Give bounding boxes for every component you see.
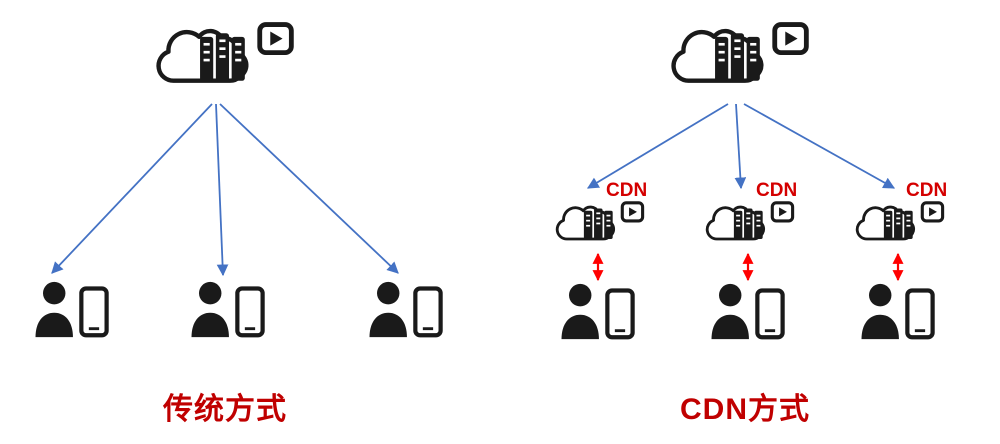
caption-traditional: 传统方式 bbox=[163, 393, 287, 426]
client-icon-left-1 bbox=[34, 281, 110, 339]
arrow-origin-to-cdn-left bbox=[586, 103, 729, 189]
arrow-origin-to-cdn-right bbox=[743, 103, 896, 189]
caption-cdn: CDN方式 bbox=[680, 393, 810, 426]
cdn-edge-server-icon-2 bbox=[700, 196, 796, 247]
cdn-edge-server-icon-3 bbox=[850, 196, 946, 247]
arrow-origin-to-cdn-center bbox=[734, 103, 747, 190]
arrow-origin-to-client-left bbox=[51, 103, 213, 274]
arrow-origin-to-client-center bbox=[215, 103, 229, 277]
cdn-node-label-2: CDN bbox=[756, 180, 798, 201]
client-icon-left-2 bbox=[190, 281, 266, 339]
cdn-node-label-1: CDN bbox=[606, 180, 648, 201]
origin-server-icon-left bbox=[147, 14, 297, 93]
client-icon-right-2 bbox=[710, 283, 786, 341]
arrow-origin-to-client-right bbox=[219, 103, 399, 274]
client-icon-left-3 bbox=[368, 281, 444, 339]
client-icon-right-3 bbox=[860, 283, 936, 341]
origin-server-icon-right bbox=[662, 14, 812, 93]
client-icon-right-1 bbox=[560, 283, 636, 341]
cdn-edge-server-icon-1 bbox=[550, 196, 646, 247]
cdn-node-label-3: CDN bbox=[906, 180, 948, 201]
